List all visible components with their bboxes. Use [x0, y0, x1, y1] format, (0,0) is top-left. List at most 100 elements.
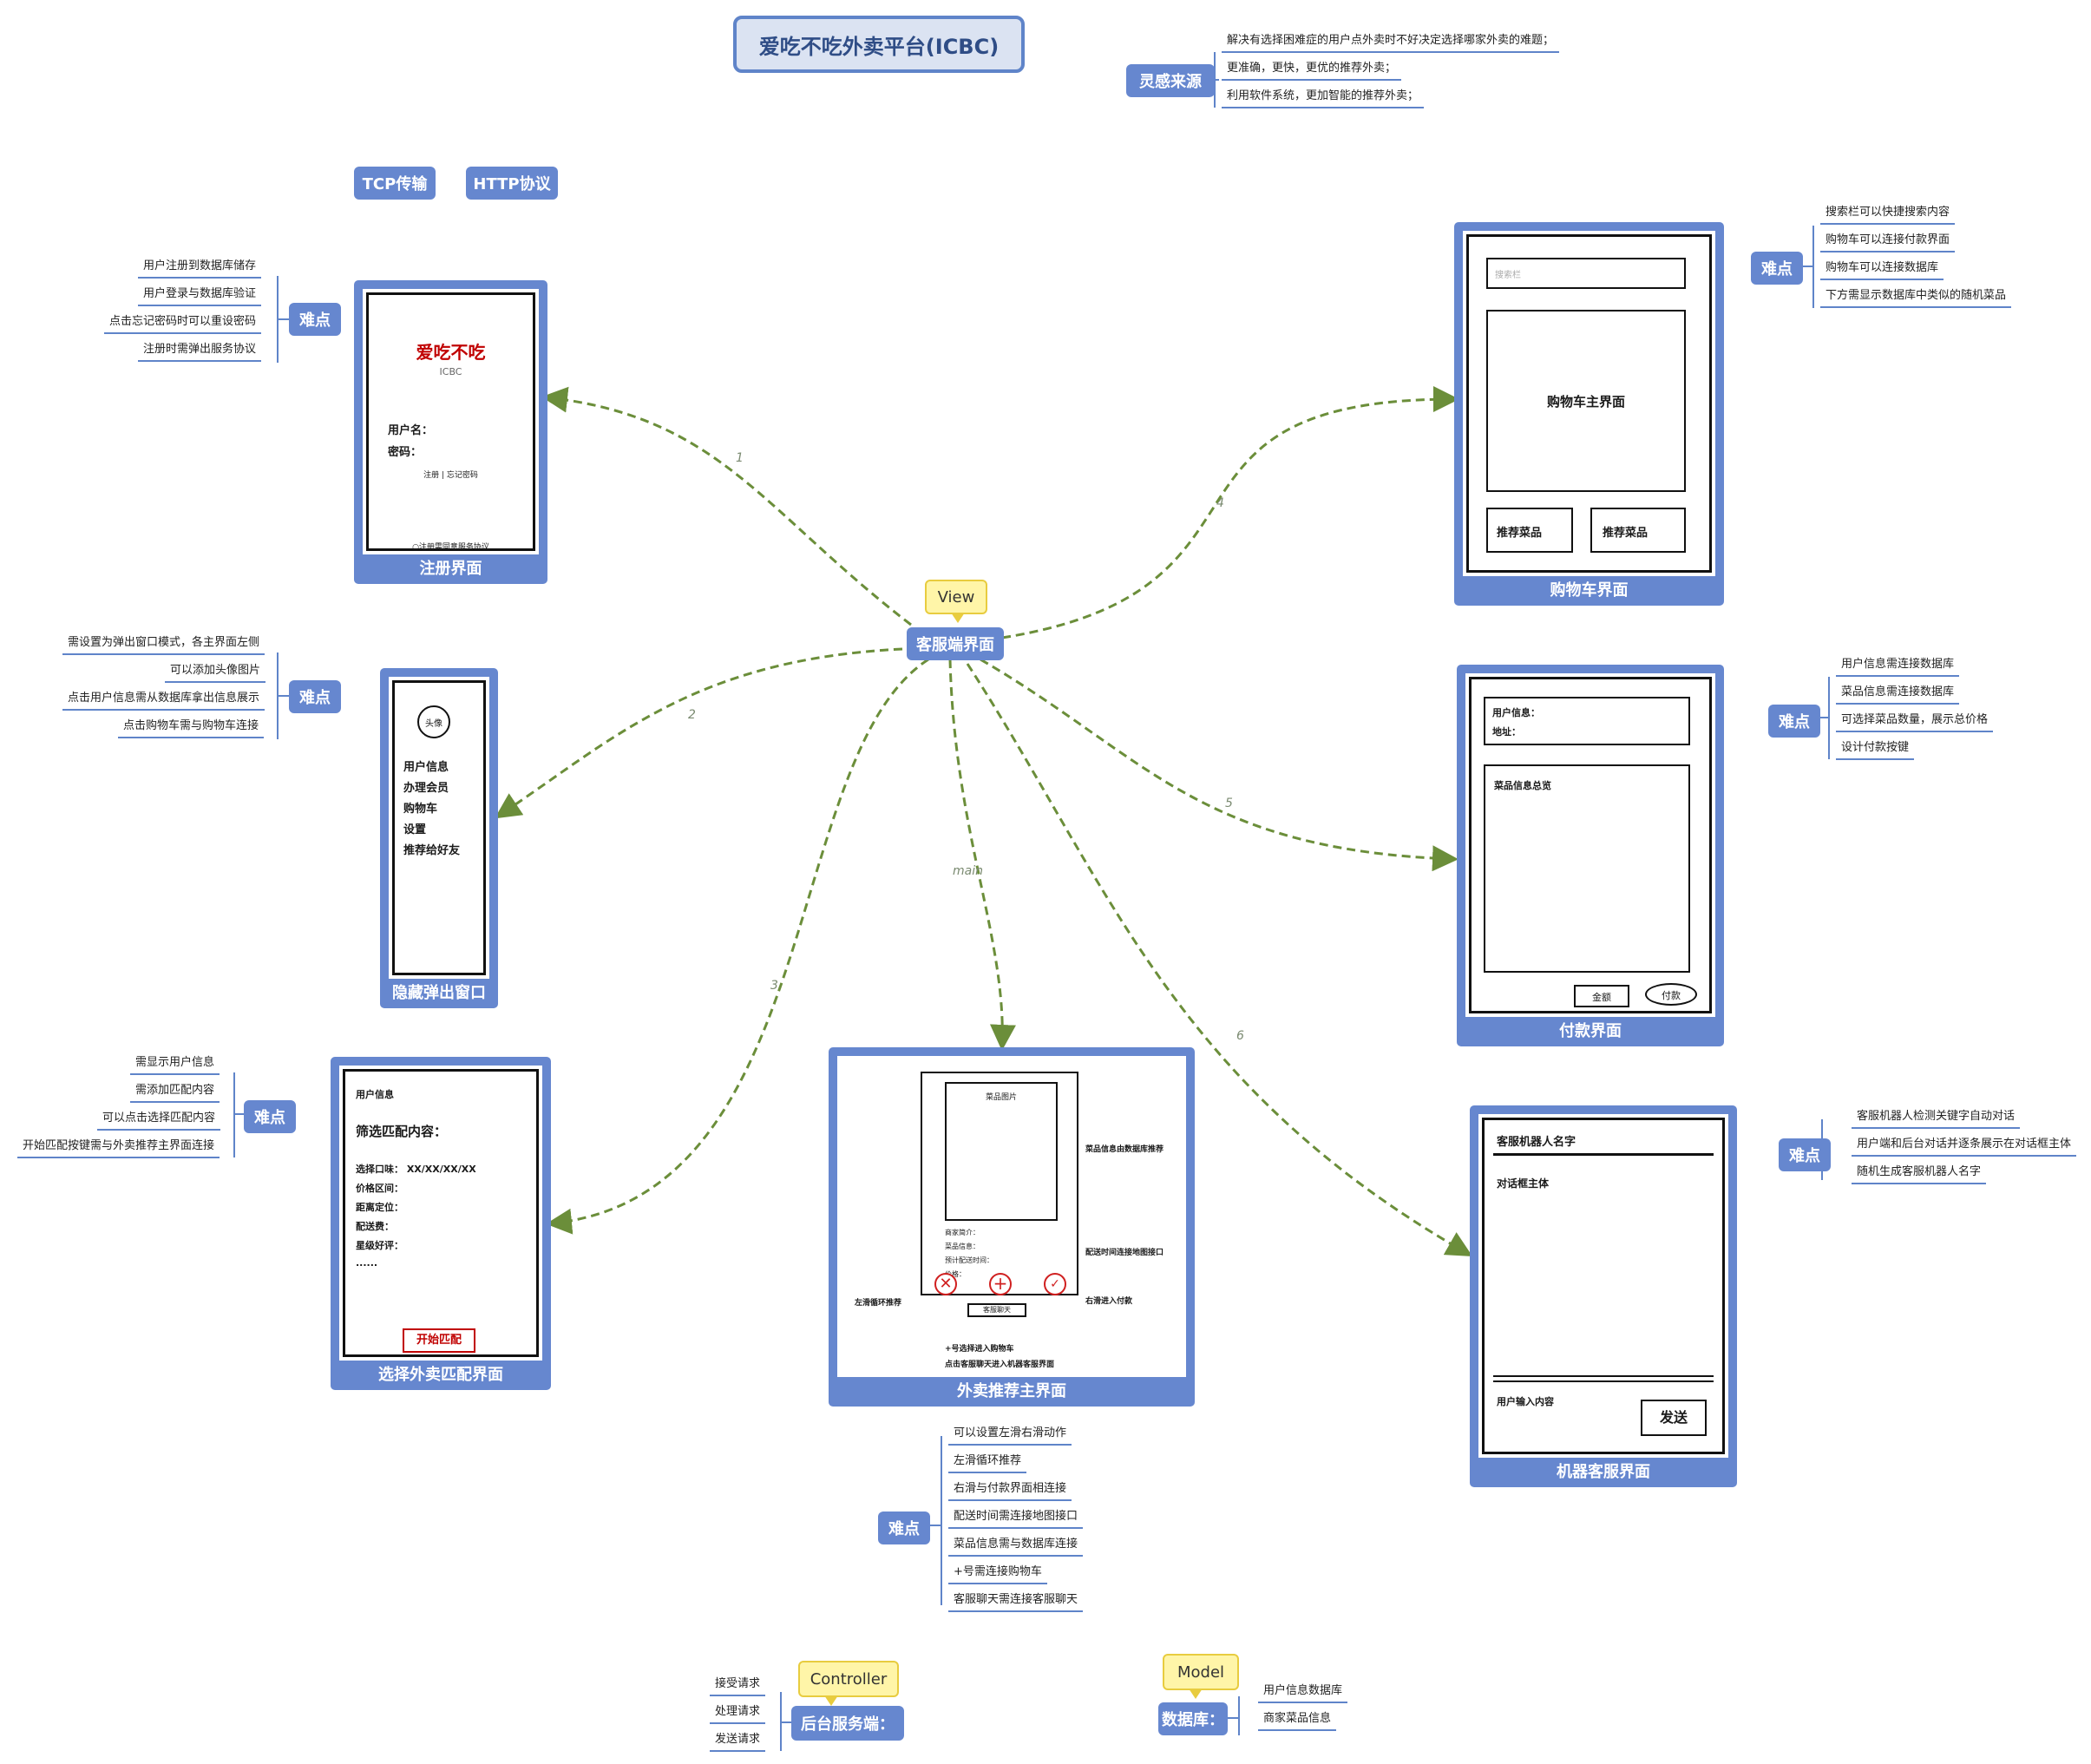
- main-title[interactable]: 爱吃不吃外卖平台(ICBC): [733, 16, 1025, 73]
- avatar-label: 头像: [425, 718, 442, 729]
- dish-summary-box: 菜品信息总览: [1484, 764, 1690, 973]
- popup-difficulty-item: 点击用户信息需从数据库拿出信息展示: [62, 691, 265, 711]
- match-difficulty-item: 可以点击选择匹配内容: [97, 1111, 221, 1131]
- db-item: 商家菜品信息: [1258, 1711, 1337, 1731]
- avatar-circle[interactable]: 头像: [417, 705, 450, 738]
- bracket-popup: [277, 652, 289, 739]
- db-item: 用户信息数据库: [1258, 1683, 1348, 1703]
- search-bar[interactable]: 搜索栏: [1486, 258, 1686, 289]
- edge-label-2: 2: [688, 708, 696, 722]
- register-difficulty-item: 用户注册到数据库储存: [138, 259, 262, 279]
- pay-difficulty-item: 设计付款按键: [1836, 740, 1915, 760]
- popup-difficulty-node[interactable]: 难点: [289, 680, 341, 713]
- db-node[interactable]: 数据库：: [1158, 1702, 1228, 1735]
- match-difficulty-node[interactable]: 难点: [244, 1100, 296, 1133]
- register-difficulty-item: 注册时需弹出服务协议: [138, 342, 262, 362]
- controller-note: Controller: [798, 1661, 899, 1706]
- dish-detail: 价格：: [945, 1270, 966, 1278]
- edge-4: [1001, 386, 1459, 639]
- recommend-difficulty-item: 菜品信息需与数据库连接: [948, 1537, 1084, 1557]
- edge-label-3: 3: [770, 979, 778, 993]
- note-info: 菜品信息由数据库推荐: [1085, 1145, 1164, 1154]
- popup-menu-item[interactable]: 用户信息: [403, 761, 449, 774]
- popup-difficulty-item: 点击购物车需与购物车连接: [118, 718, 265, 738]
- note-bottom: +号选择进入购物车: [945, 1345, 1014, 1354]
- username-label: 用户名：: [388, 424, 434, 437]
- popup-menu-item[interactable]: 设置: [403, 823, 427, 836]
- match-field[interactable]: 配送费：: [356, 1221, 394, 1232]
- amount-box: 金额: [1574, 985, 1629, 1007]
- pay-difficulty-node[interactable]: 难点: [1768, 705, 1820, 738]
- cart-difficulty-node[interactable]: 难点: [1751, 252, 1803, 285]
- client-center-node[interactable]: 客服端界面: [907, 627, 1004, 660]
- pay-mockup[interactable]: 用户信息： 地址： 菜品信息总览 金额 付款 付款界面: [1457, 665, 1724, 1046]
- popup-difficulty-item: 需设置为弹出窗口模式，各主界面左侧: [62, 635, 265, 655]
- register-mockup[interactable]: 爱吃不吃 ICBC 用户名： 密码： 注册 | 忘记密码 ○注册需同意服务协议 …: [354, 280, 547, 584]
- cart-difficulty-item: 购物车可以连接数据库: [1820, 260, 1944, 280]
- inspiration-node[interactable]: 灵感来源: [1126, 64, 1215, 97]
- pay-difficulty-item: 可选择菜品数量，展示总价格: [1836, 712, 1994, 732]
- edge-1: [541, 386, 912, 626]
- add-cart-icon[interactable]: +: [989, 1273, 1012, 1295]
- chat-button[interactable]: 客服聊天: [967, 1303, 1026, 1317]
- popup-mockup[interactable]: 头像 用户信息 办理会员 购物车 设置 推荐给好友 隐藏弹出窗口: [380, 668, 498, 1008]
- match-field: ......: [356, 1257, 378, 1269]
- server-node[interactable]: 后台服务端：: [791, 1706, 904, 1741]
- popup-menu-item[interactable]: 推荐给好友: [403, 844, 461, 857]
- cart-difficulty-item: 购物车可以连接付款界面: [1820, 233, 1956, 252]
- match-field[interactable]: 距离定位：: [356, 1202, 403, 1213]
- recommend-difficulty-item: 客服聊天需连接客服聊天: [948, 1592, 1084, 1612]
- dish-image: 菜品图片: [945, 1082, 1058, 1221]
- register-difficulty-node[interactable]: 难点: [289, 303, 341, 336]
- note-time: 配送时间连接地图接口: [1085, 1249, 1164, 1257]
- match-field[interactable]: 选择口味： XX/XX/XX/XX: [356, 1164, 476, 1175]
- robot-difficulty-item: 客服机器人检测关键字自动对话: [1852, 1109, 2021, 1129]
- recommend-dish-2[interactable]: 推荐菜品: [1590, 508, 1686, 553]
- popup-menu-item[interactable]: 购物车: [403, 803, 438, 816]
- popup-menu-item[interactable]: 办理会员: [403, 782, 449, 795]
- start-match-button[interactable]: 开始匹配: [403, 1328, 475, 1353]
- recommend-mockup[interactable]: 菜品图片 商家简介： 菜品信息： 预计配送时间： 价格： ✕ + ✓ 客服聊天 …: [829, 1047, 1195, 1407]
- bracket-db: [1228, 1696, 1240, 1735]
- match-field[interactable]: 价格区间：: [356, 1183, 403, 1194]
- accept-icon[interactable]: ✓: [1044, 1273, 1066, 1295]
- http-node[interactable]: HTTP协议: [466, 167, 558, 200]
- recommend-difficulty-item: 左滑循环推荐: [948, 1453, 1027, 1473]
- cart-difficulty-item: 下方需显示数据库中类似的随机菜品: [1820, 288, 2012, 308]
- server-item: 发送请求: [710, 1732, 766, 1752]
- match-field[interactable]: 星级好评：: [356, 1240, 403, 1251]
- cart-main-area[interactable]: 购物车主界面: [1486, 310, 1686, 492]
- recommend-difficulty-item: +号需连接购物车: [948, 1564, 1047, 1584]
- pay-button[interactable]: 付款: [1645, 983, 1697, 1006]
- tcp-node[interactable]: TCP传输: [354, 167, 436, 200]
- bracket-recommend: [930, 1436, 942, 1605]
- note-left: 左滑循环推荐: [855, 1299, 902, 1308]
- robot-difficulty-item: 随机生成客服机器人名字: [1852, 1164, 1987, 1184]
- reject-icon[interactable]: ✕: [934, 1273, 957, 1295]
- edge-label-5: 5: [1225, 797, 1233, 810]
- recommend-difficulty-item: 可以设置左滑右滑动作: [948, 1426, 1072, 1446]
- send-button-label: 发送: [1659, 1409, 1688, 1426]
- match-heading: 筛选匹配内容：: [356, 1124, 448, 1139]
- popup-difficulty-item: 可以添加头像图片: [165, 663, 266, 683]
- recommend-dish-1[interactable]: 推荐菜品: [1486, 508, 1573, 553]
- match-mockup[interactable]: 用户信息 筛选匹配内容： 选择口味： XX/XX/XX/XX 价格区间： 距离定…: [331, 1057, 551, 1390]
- cart-mockup[interactable]: 搜索栏 购物车主界面 推荐菜品 推荐菜品 购物车界面: [1454, 222, 1724, 606]
- user-input-area[interactable]: 用户输入内容: [1497, 1396, 1554, 1407]
- input-divider-2: [1493, 1380, 1714, 1382]
- agreement-text[interactable]: ○注册需同意服务协议: [412, 543, 489, 552]
- register-difficulty-item: 用户登录与数据库验证: [138, 286, 262, 306]
- dialog-body-label: 对话框主体: [1497, 1177, 1550, 1190]
- dish-detail: 预计配送时间：: [945, 1256, 993, 1264]
- robot-difficulty-node[interactable]: 难点: [1779, 1138, 1831, 1171]
- robot-mockup[interactable]: 客服机器人名字 对话框主体 用户输入内容 发送 机器客服界面: [1470, 1105, 1737, 1487]
- pay-difficulty-item: 用户信息需连接数据库: [1836, 657, 1960, 677]
- cart-difficulty-item: 搜索栏可以快捷搜索内容: [1820, 205, 1956, 225]
- pay-summary-label: 菜品信息总览: [1494, 780, 1551, 791]
- register-links[interactable]: 注册 | 忘记密码: [423, 471, 478, 480]
- match-user-info: 用户信息: [356, 1089, 394, 1100]
- send-button[interactable]: 发送: [1641, 1400, 1707, 1436]
- recommend-difficulty-node[interactable]: 难点: [878, 1512, 930, 1544]
- pay-button-label: 付款: [1662, 990, 1681, 1001]
